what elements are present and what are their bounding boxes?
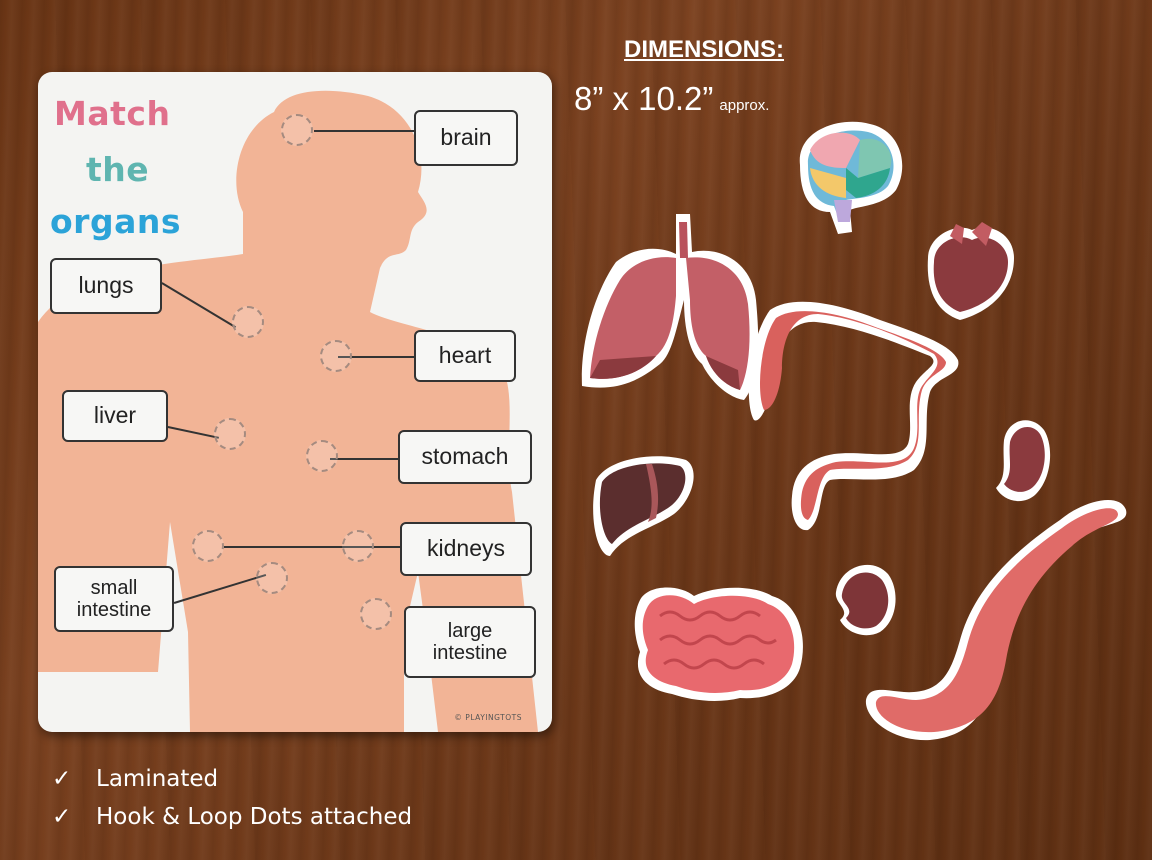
lungs-piece[interactable]: [581, 214, 759, 400]
dot-kidney-left[interactable]: [192, 530, 224, 562]
heart-piece[interactable]: [927, 222, 1014, 320]
stomach-piece[interactable]: [865, 499, 1127, 741]
label-liver[interactable]: liver: [62, 390, 168, 442]
dot-brain[interactable]: [281, 114, 313, 146]
dimensions-size: 8” x 10.2”: [574, 80, 714, 117]
dot-kidney-right[interactable]: [342, 530, 374, 562]
playingtots-credit: © PLAYINGTOTS: [454, 713, 522, 722]
title-line-2: the: [86, 150, 150, 189]
label-small-intestine[interactable]: small intestine: [54, 566, 174, 632]
title-line-1: Match: [54, 94, 171, 133]
liver-piece[interactable]: [593, 456, 694, 556]
check-icon: ✓: [52, 804, 72, 830]
dot-stomach[interactable]: [306, 440, 338, 472]
title-line-3: organs: [50, 202, 181, 241]
dot-heart[interactable]: [320, 340, 352, 372]
dot-small-intestine[interactable]: [256, 562, 288, 594]
feature-text: Hook & Loop Dots attached: [96, 804, 413, 830]
small-intestine-piece[interactable]: [634, 587, 803, 701]
dimensions-value: 8” x 10.2” approx.: [574, 80, 769, 118]
leader-line-stomach: [330, 458, 400, 460]
dimensions-note: approx.: [719, 97, 770, 114]
feature-text: Laminated: [96, 766, 219, 792]
dot-large-intestine[interactable]: [360, 598, 392, 630]
check-icon: ✓: [52, 766, 72, 792]
large-intestine-piece[interactable]: [748, 301, 959, 531]
dot-liver[interactable]: [214, 418, 246, 450]
label-heart[interactable]: heart: [414, 330, 516, 382]
kidney-left-piece[interactable]: [835, 564, 896, 636]
label-kidneys[interactable]: kidneys: [400, 522, 532, 576]
brain-piece[interactable]: [799, 121, 903, 234]
label-lungs[interactable]: lungs: [50, 258, 162, 314]
dimensions-title: DIMENSIONS:: [624, 36, 785, 63]
label-brain[interactable]: brain: [414, 110, 518, 166]
label-large-intestine[interactable]: large intestine: [404, 606, 536, 678]
dot-lungs[interactable]: [232, 306, 264, 338]
organ-matching-board: Match the organs brain lungs heart liver…: [38, 72, 552, 732]
leader-line-kidneys: [224, 546, 400, 548]
leader-line-brain: [314, 130, 414, 132]
label-stomach[interactable]: stomach: [398, 430, 532, 484]
leader-line-heart: [338, 356, 416, 358]
feature-laminated: ✓ Laminated: [52, 766, 218, 792]
feature-hook-loop: ✓ Hook & Loop Dots attached: [52, 804, 412, 830]
kidney-right-piece[interactable]: [996, 420, 1051, 502]
